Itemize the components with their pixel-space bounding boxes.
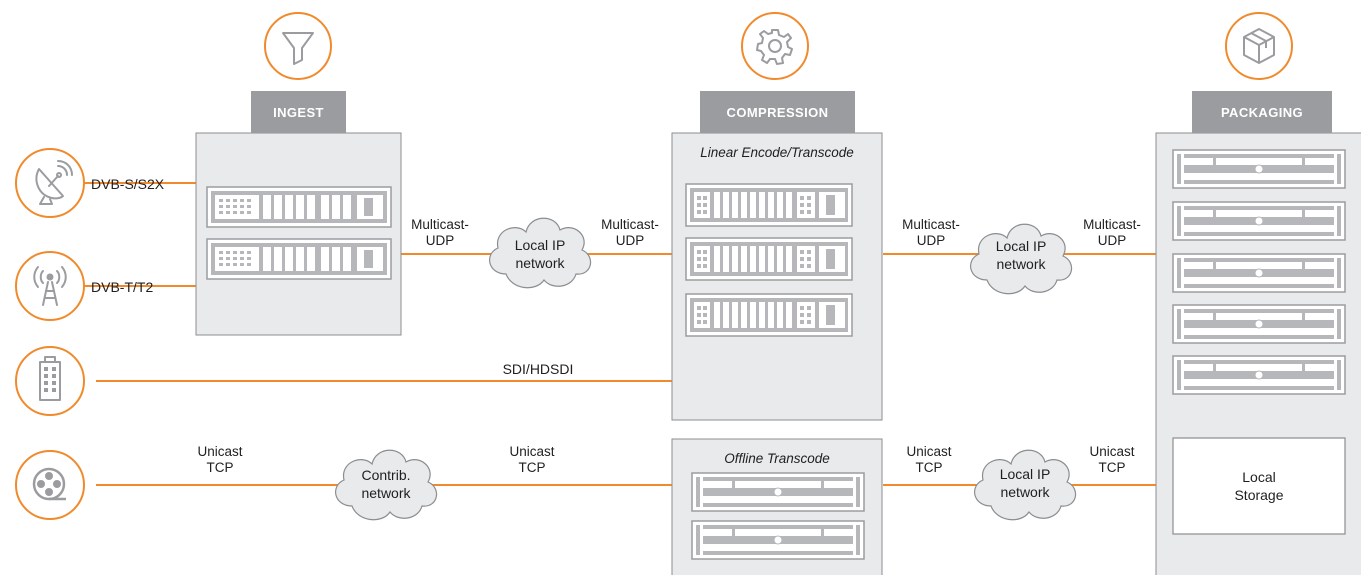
link-label: TCP	[519, 460, 546, 475]
link-label: Multicast-	[1083, 217, 1141, 232]
cloud-label-2: network	[1000, 484, 1050, 500]
link-label: TCP	[207, 460, 234, 475]
cloud-label-1: Local IP	[515, 237, 566, 253]
antenna-tower-icon	[15, 251, 85, 321]
source-label-dvbt: DVB-T/T2	[91, 279, 153, 295]
packaging-blade-server	[1172, 149, 1346, 189]
linear-encoder-server	[685, 183, 853, 227]
link-label: UDP	[616, 233, 645, 248]
packaging-blade-server	[1172, 355, 1346, 395]
sdi-link-label: SDI/HDSDI	[503, 361, 574, 377]
building-icon	[15, 346, 85, 416]
compression-header	[700, 91, 855, 133]
packaging-blade-server	[1172, 304, 1346, 344]
compression-title: COMPRESSION	[727, 105, 829, 120]
box-icon	[1225, 12, 1293, 80]
cloud-label-1: Local IP	[996, 238, 1047, 254]
linear-encoder-server	[685, 293, 853, 337]
link-label: TCP	[916, 460, 943, 475]
ingest-server	[206, 238, 392, 280]
local-ip-network-cloud: Local IP network	[973, 449, 1077, 521]
offline-transcode-label: Offline Transcode	[724, 451, 830, 466]
link-label: Unicast	[1089, 444, 1134, 459]
local-storage-label-2: Storage	[1234, 487, 1283, 503]
link-label: Unicast	[509, 444, 554, 459]
cloud-label-2: network	[515, 255, 565, 271]
local-storage-label-1: Local	[1242, 469, 1275, 485]
linear-encoder-server	[685, 237, 853, 281]
local-ip-network-cloud: Local IP network	[488, 217, 592, 289]
link-label: UDP	[426, 233, 455, 248]
link-label: Unicast	[906, 444, 951, 459]
packaging-blade-server	[1172, 201, 1346, 241]
packaging-header	[1192, 91, 1332, 133]
ingest-title: INGEST	[273, 105, 324, 120]
link-label: Multicast-	[601, 217, 659, 232]
contrib-network-cloud: Contrib. network	[334, 449, 438, 521]
packaging-blade-server	[1172, 253, 1346, 293]
gear-icon	[741, 12, 809, 80]
local-ip-network-cloud: Local IP network	[969, 223, 1073, 295]
ingest-panel	[195, 132, 402, 336]
film-reel-icon	[15, 450, 85, 520]
ingest-server	[206, 186, 392, 228]
satellite-dish-icon	[15, 148, 85, 218]
source-label-dvbs: DVB-S/S2X	[91, 176, 165, 192]
local-storage-box	[1172, 437, 1346, 535]
cloud-label-2: network	[361, 485, 411, 501]
link-label: TCP	[1099, 460, 1126, 475]
cloud-label-1: Contrib.	[361, 467, 410, 483]
link-label: UDP	[1098, 233, 1127, 248]
cloud-label-2: network	[996, 256, 1046, 272]
link-label: Multicast-	[411, 217, 469, 232]
link-label: Multicast-	[902, 217, 960, 232]
link-label: Unicast	[197, 444, 242, 459]
offline-blade-server	[691, 520, 865, 560]
cloud-label-1: Local IP	[1000, 466, 1051, 482]
offline-blade-server	[691, 472, 865, 512]
packaging-title: PACKAGING	[1221, 105, 1303, 120]
ingest-header	[251, 91, 346, 133]
linear-encode-label: Linear Encode/Transcode	[700, 145, 854, 160]
funnel-icon	[264, 12, 332, 80]
link-label: UDP	[917, 233, 946, 248]
